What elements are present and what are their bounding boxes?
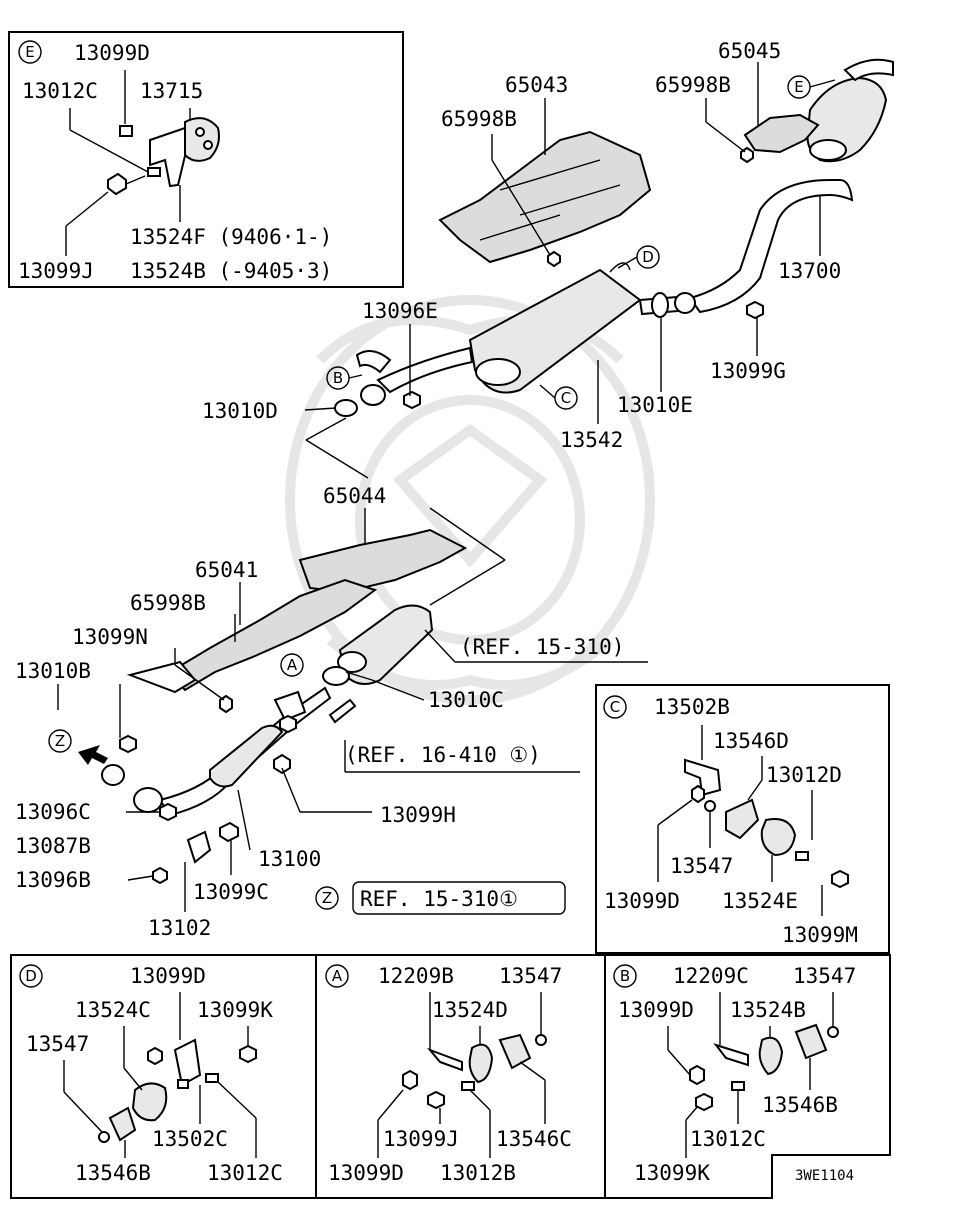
detail-b-panel: B 12209C 13547 13099D 13524B 13546B 1301… [604, 954, 891, 1199]
label-13546c: 13546C [496, 1127, 572, 1151]
label-65998b-low: 65998B [130, 591, 206, 615]
detail-a-letter: A [332, 967, 343, 985]
label-12209b: 12209B [378, 964, 454, 988]
label-13524e: 13524E [722, 889, 798, 913]
callout-b: B [333, 369, 343, 387]
callout-c: C [561, 389, 571, 407]
callout-a: A [287, 656, 298, 674]
label-13502b: 13502B [654, 695, 730, 719]
ref-z-15-310: REF. 15-310① [360, 887, 518, 911]
heat-shield-65043 [438, 130, 652, 264]
label-13012b: 13012B [440, 1161, 516, 1185]
label-13087b: 13087B [15, 834, 91, 858]
label-13546d: 13546D [713, 729, 789, 753]
label-13547-c: 13547 [670, 854, 733, 878]
label-13524d: 13524D [432, 998, 508, 1022]
detail-b-letter: B [620, 967, 630, 985]
heat-shield-65044 [298, 528, 468, 594]
label-13096c: 13096C [15, 800, 91, 824]
label-13524f: 13524F (9406·1-) [130, 225, 332, 249]
label-65998b-top: 65998B [655, 73, 731, 97]
label-13099k-d: 13099K [197, 998, 273, 1022]
label-13012c-d: 13012C [207, 1161, 283, 1185]
ref-16-410: (REF. 16-410 ①) [345, 743, 541, 767]
label-13099d-c: 13099D [604, 889, 680, 913]
label-13010d: 13010D [202, 399, 278, 423]
gasket-13010d [334, 399, 358, 417]
label-13099m: 13099M [782, 923, 858, 947]
detail-e-circle [18, 40, 42, 64]
label-13524c: 13524C [75, 998, 151, 1022]
label-13012c-b: 13012C [690, 1127, 766, 1151]
label-13010b: 13010B [15, 659, 91, 683]
detail-e-letter: E [25, 43, 34, 61]
gasket-13010c [322, 666, 350, 686]
callout-z: Z [55, 732, 65, 750]
bracket-13102 [186, 830, 212, 864]
drawing-code: 3WE1104 [795, 1168, 854, 1184]
detail-e-panel: E 13099D 13012C 13715 13524F (9406·1-) 1… [8, 31, 404, 288]
label-13099h: 13099H [380, 803, 456, 827]
label-13099j: 13099J [18, 259, 94, 283]
label-13099d-b: 13099D [618, 998, 694, 1022]
label-13012c: 13012C [22, 79, 98, 103]
detail-d-panel: D 13099D 13524C 13099K 13547 13502C 1354… [10, 954, 317, 1199]
label-13524b-b: 13524B [730, 998, 806, 1022]
label-13100: 13100 [258, 847, 321, 871]
tail-pipe-13700 [688, 179, 854, 314]
label-13096e: 13096E [362, 299, 438, 323]
label-13542: 13542 [560, 428, 623, 452]
label-65043: 65043 [505, 73, 568, 97]
main-leaders [57, 62, 836, 912]
label-13099k-b: 13099K [634, 1161, 710, 1185]
label-13502c: 13502C [152, 1127, 228, 1151]
gasket-13010b [101, 764, 125, 786]
label-13524b: 13524B (-9405·3) [130, 259, 332, 283]
label-13099d-a: 13099D [328, 1161, 404, 1185]
label-12209c: 12209C [673, 964, 749, 988]
label-13099d-d: 13099D [130, 964, 206, 988]
label-65998b-mid: 65998B [441, 107, 517, 131]
label-13099j-a: 13099J [383, 1127, 459, 1151]
label-13102: 13102 [148, 916, 211, 940]
main-assembly [78, 58, 894, 885]
label-13700: 13700 [778, 259, 841, 283]
label-13547-d: 13547 [26, 1032, 89, 1056]
callout-d: D [642, 248, 654, 266]
label-13715: 13715 [140, 79, 203, 103]
detail-d-letter: D [25, 967, 37, 985]
detail-c-letter: C [610, 698, 620, 716]
main-references: (REF. 15-310) (REF. 16-410 ①) REF. 15-31… [345, 635, 624, 915]
detail-e-parts [107, 117, 220, 196]
heat-shield-65045 [743, 113, 820, 154]
label-13099n: 13099N [72, 625, 148, 649]
label-13012d: 13012D [766, 763, 842, 787]
label-13099g: 13099G [710, 359, 786, 383]
label-13547-a: 13547 [499, 964, 562, 988]
label-13546b-d: 13546B [75, 1161, 151, 1185]
label-13546b-b: 13546B [762, 1093, 838, 1117]
label-13099c: 13099C [193, 880, 269, 904]
callout-z-ref: Z [322, 889, 332, 907]
watermark-emblem [285, 295, 655, 705]
label-13010e: 13010E [617, 393, 693, 417]
main-labels: 65043 65045 65998B 65998B 13700 13096E 1… [15, 39, 841, 940]
ref-15-310: (REF. 15-310) [460, 635, 624, 659]
label-65041: 65041 [195, 558, 258, 582]
main-callouts: E D B C A Z Z [48, 75, 811, 910]
label-13099d: 13099D [74, 41, 150, 65]
heat-shield-65041 [168, 578, 378, 692]
detail-a-panel: A 12209B 13547 13524D 13099J 13546C 1309… [315, 954, 606, 1199]
detail-c-panel: C 13502B 13546D 13012D 13547 13099D 1352… [595, 684, 890, 954]
label-13547-b: 13547 [793, 964, 856, 988]
label-13010c: 13010C [428, 688, 504, 712]
callout-e: E [794, 78, 803, 96]
gasket-13010e [651, 292, 669, 318]
label-13096b: 13096B [15, 868, 91, 892]
label-65044: 65044 [323, 484, 386, 508]
label-65045: 65045 [718, 39, 781, 63]
